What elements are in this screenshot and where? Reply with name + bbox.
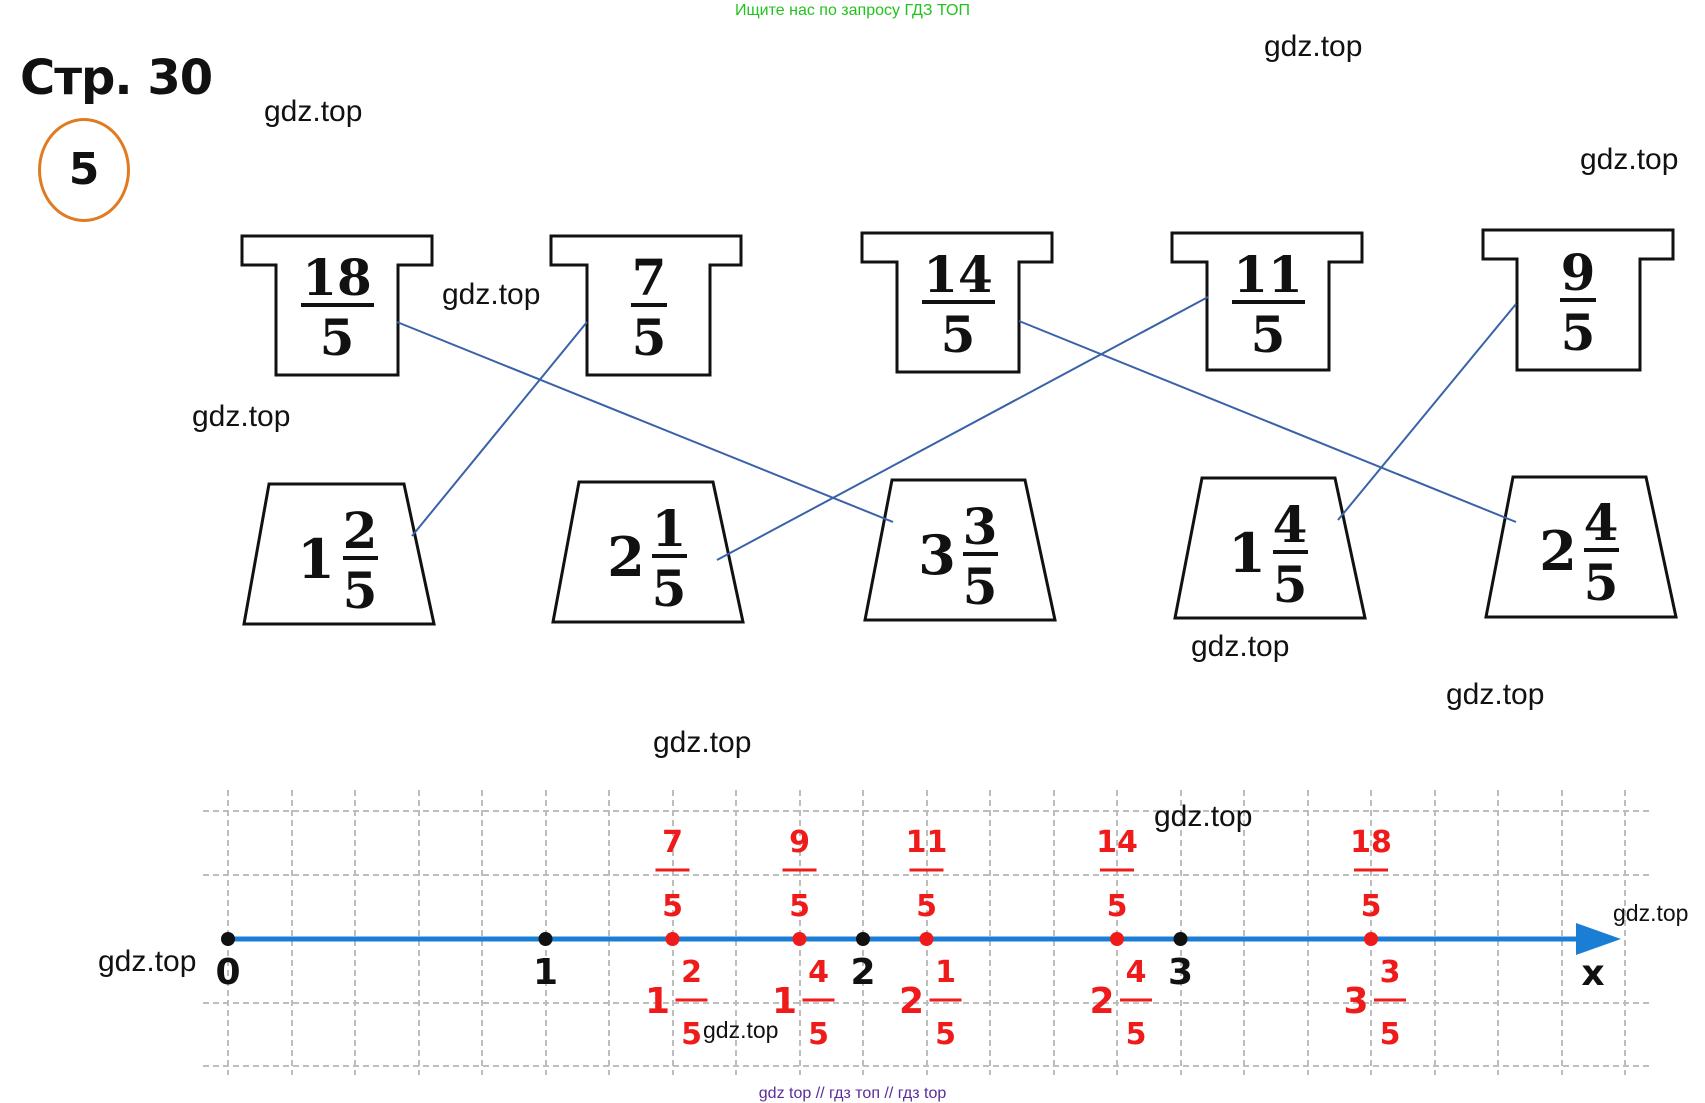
fraction-point (792, 932, 807, 946)
fraction-numerator: 7 (632, 248, 667, 307)
mixed-denominator: 5 (1584, 553, 1619, 612)
point-denominator: 5 (789, 889, 810, 924)
watermark: gdz.top (192, 400, 291, 433)
match-line-7-5 (411, 321, 588, 537)
mixed-denominator: 5 (1126, 1017, 1147, 1052)
point-numerator: 18 (1350, 825, 1392, 860)
mixed-numerator: 4 (1126, 955, 1147, 990)
mixed-numerator: 4 (1584, 493, 1619, 552)
mixed-numerator: 4 (808, 955, 829, 990)
axis-label: x (1581, 953, 1604, 994)
fraction-denominator: 5 (1251, 305, 1286, 364)
fraction-numerator: 11 (1233, 245, 1303, 304)
axis-arrow-icon (1576, 923, 1621, 955)
integer-point (1173, 932, 1188, 946)
mixed-number-weights (242, 475, 1678, 626)
point-denominator: 5 (1361, 889, 1382, 924)
mixed-whole: 3 (918, 523, 956, 587)
mixed-denominator: 5 (1380, 1017, 1401, 1052)
point-numerator: 14 (1096, 825, 1138, 860)
integer-point (538, 932, 553, 946)
fraction-numerator: 14 (923, 245, 993, 304)
mixed-whole: 3 (1343, 981, 1368, 1022)
mixed-denominator: 5 (681, 1017, 702, 1052)
footer-banner: gdz top // гдз топ // гдз top (758, 1085, 947, 1102)
fraction-numerator: 9 (1561, 243, 1596, 302)
mixed-denominator: 5 (808, 1017, 829, 1052)
watermark: gdz.top (1264, 30, 1363, 63)
mixed-denominator: 5 (935, 1017, 956, 1052)
mixed-whole: 1 (645, 981, 670, 1022)
fraction-numerator: 18 (302, 248, 372, 307)
mixed-number-values: 1 2 5 2 1 5 3 3 5 1 4 5 2 4 5 (297, 493, 1619, 620)
watermark: gdz.top (264, 95, 363, 128)
mixed-whole: 1 (772, 981, 797, 1022)
fraction-denominator: 5 (941, 305, 976, 364)
fraction-denominator: 5 (1561, 303, 1596, 362)
mixed-whole: 2 (899, 981, 924, 1022)
mixed-denominator: 5 (343, 561, 378, 620)
fraction-point (665, 932, 680, 946)
mixed-numerator: 3 (963, 497, 998, 556)
mixed-denominator: 5 (1273, 555, 1308, 614)
improper-fraction-values: 18 5 7 5 14 5 11 5 9 5 (301, 243, 1596, 367)
mixed-numerator: 3 (1380, 955, 1401, 990)
integer-label: 1 (533, 952, 558, 993)
watermark: gdz.top (1613, 900, 1689, 926)
point-numerator: 9 (789, 825, 810, 860)
mixed-denominator: 5 (963, 557, 998, 616)
improper-fraction-cards (240, 228, 1675, 377)
watermark: gdz.top (653, 726, 752, 759)
mixed-number-weight-2 (551, 480, 745, 624)
integer-label: 3 (1168, 952, 1193, 993)
mixed-numerator: 4 (1273, 495, 1308, 554)
mixed-numerator: 2 (343, 501, 378, 560)
integer-point (856, 932, 870, 946)
mixed-whole: 2 (1539, 519, 1577, 583)
match-line-11-5 (716, 296, 1209, 561)
mixed-number-weight-1 (242, 482, 436, 626)
mixed-numerator: 1 (652, 499, 687, 558)
match-line-9-5 (1337, 303, 1517, 521)
mixed-number-weight-5 (1484, 475, 1678, 619)
watermark: gdz.top (1154, 800, 1253, 833)
watermark: gdz.top (1191, 630, 1290, 663)
fraction-point (1364, 932, 1378, 946)
watermark: gdz.top (703, 1017, 779, 1043)
mixed-whole: 1 (1228, 521, 1266, 585)
mixed-number-weight-4 (1173, 476, 1367, 620)
task-number-badge: 5 (38, 118, 130, 222)
watermark: gdz.top (1580, 143, 1679, 176)
point-numerator: 11 (906, 825, 948, 860)
page-title: Стр. 30 (20, 50, 213, 106)
mixed-denominator: 5 (652, 559, 687, 618)
mixed-number-weight-3 (863, 478, 1057, 622)
match-line-18-5 (396, 321, 894, 523)
mixed-numerator: 1 (935, 955, 956, 990)
mixed-numerator: 2 (681, 955, 702, 990)
fraction-point (1110, 932, 1124, 946)
fraction-denominator: 5 (632, 308, 667, 367)
search-banner: Ищите нас по запросу ГДЗ ТОП (735, 2, 970, 19)
matching-lines (396, 296, 1517, 561)
integer-label: 2 (850, 952, 875, 993)
point-numerator: 7 (662, 825, 683, 860)
point-denominator: 5 (662, 889, 683, 924)
number-line-axis: x (228, 923, 1621, 994)
watermark: gdz.top (98, 945, 197, 978)
fraction-denominator: 5 (320, 308, 355, 367)
mixed-whole: 2 (607, 525, 645, 589)
watermark: gdz.top (442, 278, 541, 311)
point-denominator: 5 (1107, 889, 1128, 924)
point-denominator: 5 (916, 889, 937, 924)
mixed-whole: 2 (1089, 981, 1114, 1022)
integer-label: 0 (215, 952, 240, 993)
fraction-point (919, 932, 934, 946)
mixed-whole: 1 (297, 527, 335, 591)
watermark: gdz.top (1446, 678, 1545, 711)
integer-point (221, 932, 235, 946)
